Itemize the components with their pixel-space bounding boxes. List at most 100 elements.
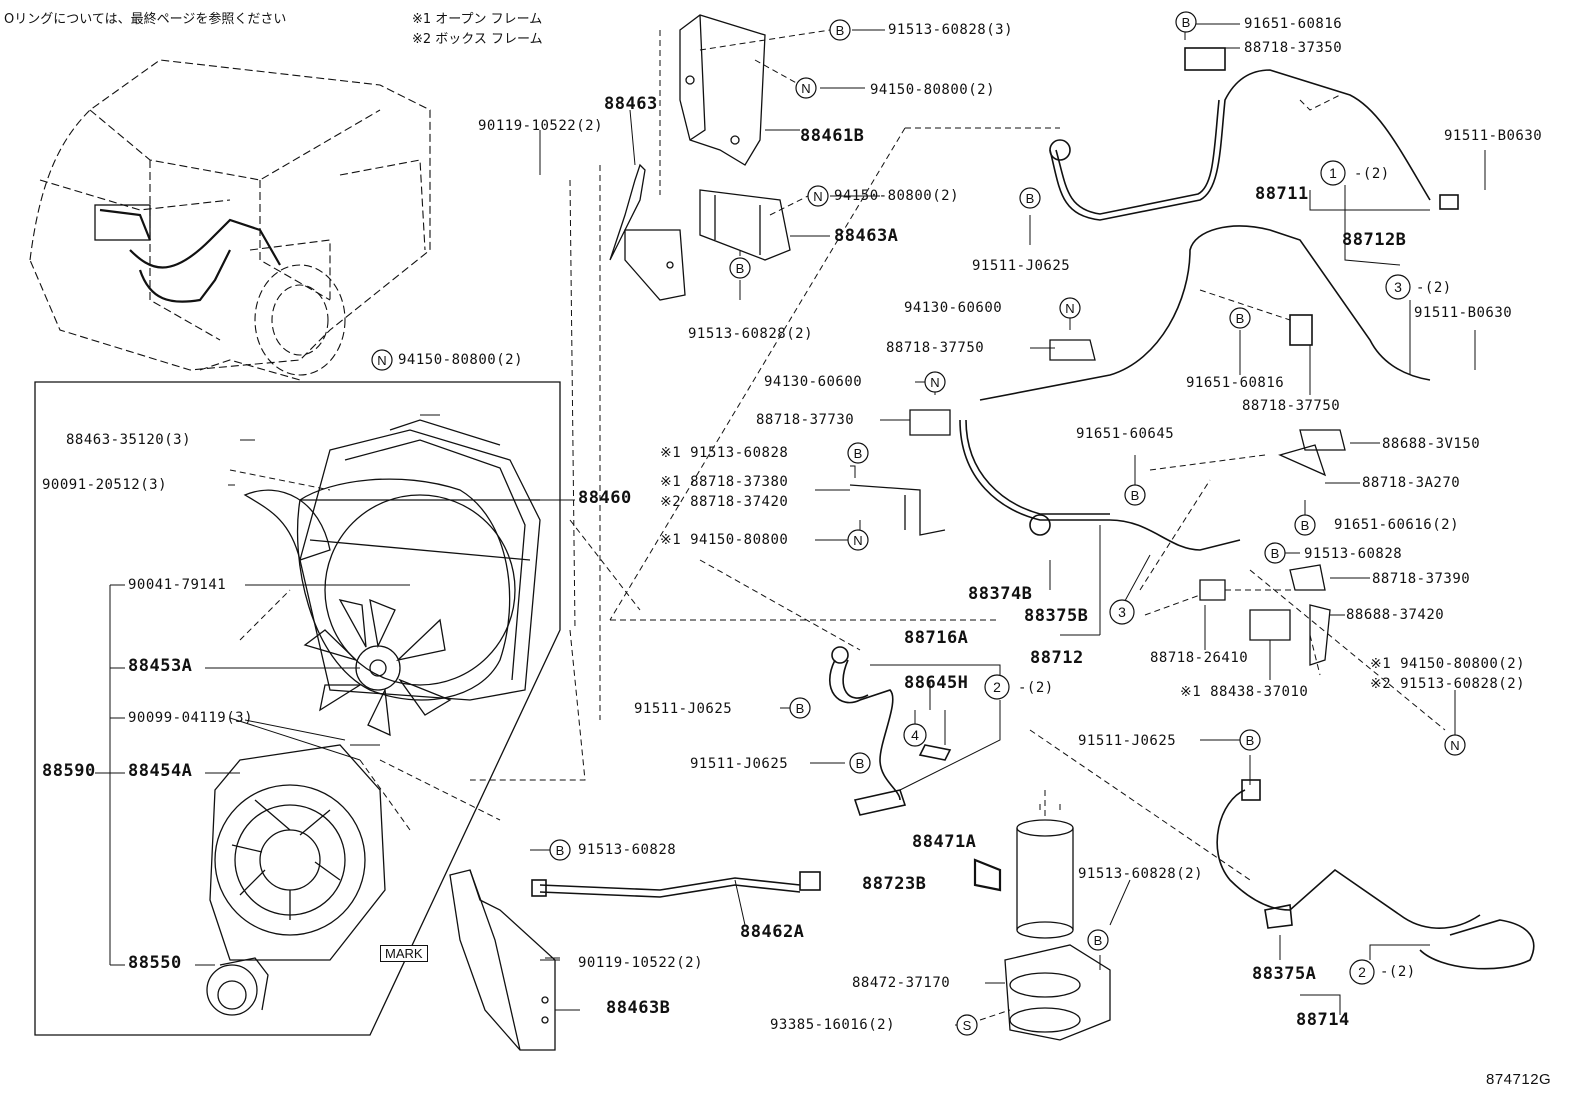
part-label[interactable]: 88461B	[800, 126, 865, 146]
part-label[interactable]: 91513-60828	[578, 842, 677, 858]
part-label[interactable]: 91513-60828(3)	[888, 22, 1014, 38]
part-label[interactable]: ※1 88438-37010	[1180, 684, 1309, 700]
callout-B-4: B	[1026, 191, 1035, 206]
part-label[interactable]: 88718-37390	[1372, 571, 1471, 587]
part-label[interactable]: 90091-20512(3)	[42, 477, 168, 493]
part-label[interactable]: 88718-3A270	[1362, 475, 1461, 491]
part-label[interactable]: 94130-60600	[764, 374, 863, 390]
part-label[interactable]: 88453A	[128, 656, 193, 676]
part-label[interactable]: 90119-10522(2)	[578, 955, 704, 971]
bracket-88463B	[449, 869, 556, 1051]
part-label[interactable]: 91513-60828(2)	[1078, 866, 1204, 882]
callout-B-8: B	[1301, 518, 1310, 533]
qty-label: -(2)	[1018, 680, 1054, 696]
vehicle-outline	[29, 59, 431, 381]
part-label[interactable]: 94150-80800(2)	[398, 352, 524, 368]
callout-B-11: B	[856, 756, 865, 771]
part-label[interactable]: 88718-37750	[1242, 398, 1341, 414]
part-label[interactable]: 88590	[42, 761, 96, 781]
callout-N-4: N	[930, 375, 939, 390]
part-label[interactable]: 88688-3V150	[1382, 436, 1481, 452]
part-label[interactable]: 88472-37170	[852, 975, 951, 991]
part-label[interactable]: 88460	[578, 488, 632, 508]
part-label[interactable]: ※2 88718-37420	[660, 494, 789, 510]
vehicle-ac-lines	[94, 204, 281, 303]
callout-markers	[371, 11, 1466, 1036]
part-label[interactable]: 90119-10522(2)	[478, 118, 604, 134]
part-label[interactable]: 88718-37730	[756, 412, 855, 428]
part-label[interactable]: 91511-J0625	[634, 701, 733, 717]
part-label[interactable]: 91651-60816	[1244, 16, 1343, 32]
part-label[interactable]: 91651-60645	[1076, 426, 1175, 442]
part-label[interactable]: ※1 94150-80800(2)	[1370, 656, 1526, 672]
part-label[interactable]: 91511-J0625	[690, 756, 789, 772]
part-label[interactable]: 88462A	[740, 922, 805, 942]
callout-B-5: B	[1236, 311, 1245, 326]
callout-B-9: B	[1271, 546, 1280, 561]
part-label[interactable]: 91511-B0630	[1414, 305, 1513, 321]
clamps	[909, 339, 1346, 666]
part-label[interactable]: 88723B	[862, 874, 927, 894]
part-label[interactable]: 88375A	[1252, 964, 1317, 984]
part-label[interactable]: 88711	[1255, 184, 1309, 204]
part-label[interactable]: 91651-60616(2)	[1334, 517, 1460, 533]
part-label[interactable]: 88463-35120(3)	[66, 432, 192, 448]
part-label[interactable]: 94130-60600	[904, 300, 1003, 316]
fan-blades	[243, 489, 452, 737]
part-label[interactable]: 90041-79141	[128, 577, 227, 593]
callout-2a: 2	[993, 679, 1001, 695]
part-label[interactable]: 88463A	[834, 226, 899, 246]
part-label[interactable]: 90099-04119(3)	[128, 710, 254, 726]
part-label[interactable]: 88718-37350	[1244, 40, 1343, 56]
part-label[interactable]: 88454A	[128, 761, 193, 781]
part-label[interactable]: 94150-80800(2)	[834, 188, 960, 204]
part-label[interactable]: 88463B	[606, 998, 671, 1018]
part-label[interactable]: 88718-37750	[886, 340, 985, 356]
bracket-88718-37380	[849, 484, 946, 536]
part-label[interactable]: 88375B	[1024, 606, 1089, 626]
part-label[interactable]: ※1 88718-37380	[660, 474, 789, 490]
part-label[interactable]: 94150-80800(2)	[870, 82, 996, 98]
receiver-88471A	[973, 819, 1074, 939]
callout-2b: 2	[1358, 964, 1366, 980]
part-label[interactable]: 91511-J0625	[972, 258, 1071, 274]
part-label[interactable]: 91651-60816	[1186, 375, 1285, 391]
part-label[interactable]: 88718-26410	[1150, 650, 1249, 666]
frame-box	[34, 381, 561, 1036]
bracket-88463	[609, 163, 686, 301]
callout-B-6: B	[854, 446, 863, 461]
callout-B-1: B	[836, 23, 845, 38]
callout-N-1: N	[801, 81, 810, 96]
oring-note: Oリングについては、最終ページを参照ください	[4, 12, 287, 27]
part-label[interactable]: 88550	[128, 953, 182, 973]
callout-N-7: N	[377, 353, 386, 368]
part-label[interactable]: 91511-B0630	[1444, 128, 1543, 144]
part-label[interactable]: 88463	[604, 94, 658, 114]
part-label[interactable]: 93385-16016(2)	[770, 1017, 896, 1033]
part-label[interactable]: ※1 94150-80800	[660, 532, 789, 548]
callout-3a: 3	[1394, 279, 1402, 295]
part-label[interactable]: 88712	[1030, 648, 1084, 668]
bracket-88472-37170	[1004, 944, 1111, 1041]
part-label[interactable]: 88716A	[904, 628, 969, 648]
frame-note-1: ※1 オープン フレーム	[412, 12, 543, 27]
part-label[interactable]: ※1 91513-60828	[660, 445, 789, 461]
part-label[interactable]: 91513-60828	[1304, 546, 1403, 562]
part-label[interactable]: 91511-J0625	[1078, 733, 1177, 749]
bracket-88463A	[699, 189, 791, 261]
mark-label: MARK	[380, 945, 428, 962]
part-label[interactable]: ※2 91513-60828(2)	[1370, 676, 1526, 692]
part-label[interactable]: 88471A	[912, 832, 977, 852]
callout-B-14: B	[1094, 933, 1103, 948]
part-label[interactable]: 88714	[1296, 1010, 1350, 1030]
callout-N-5: N	[853, 533, 862, 548]
callout-N-2: N	[813, 189, 822, 204]
part-label[interactable]: 88645H	[904, 673, 969, 693]
pipe-88714	[1216, 779, 1535, 970]
part-label[interactable]: 88374B	[968, 584, 1033, 604]
part-label[interactable]: 88712B	[1342, 230, 1407, 250]
figure-id: 874712G	[1486, 1071, 1552, 1088]
motor-fan-assembly	[206, 744, 386, 1016]
part-label[interactable]: 91513-60828(2)	[688, 326, 814, 342]
part-label[interactable]: 88688-37420	[1346, 607, 1445, 623]
